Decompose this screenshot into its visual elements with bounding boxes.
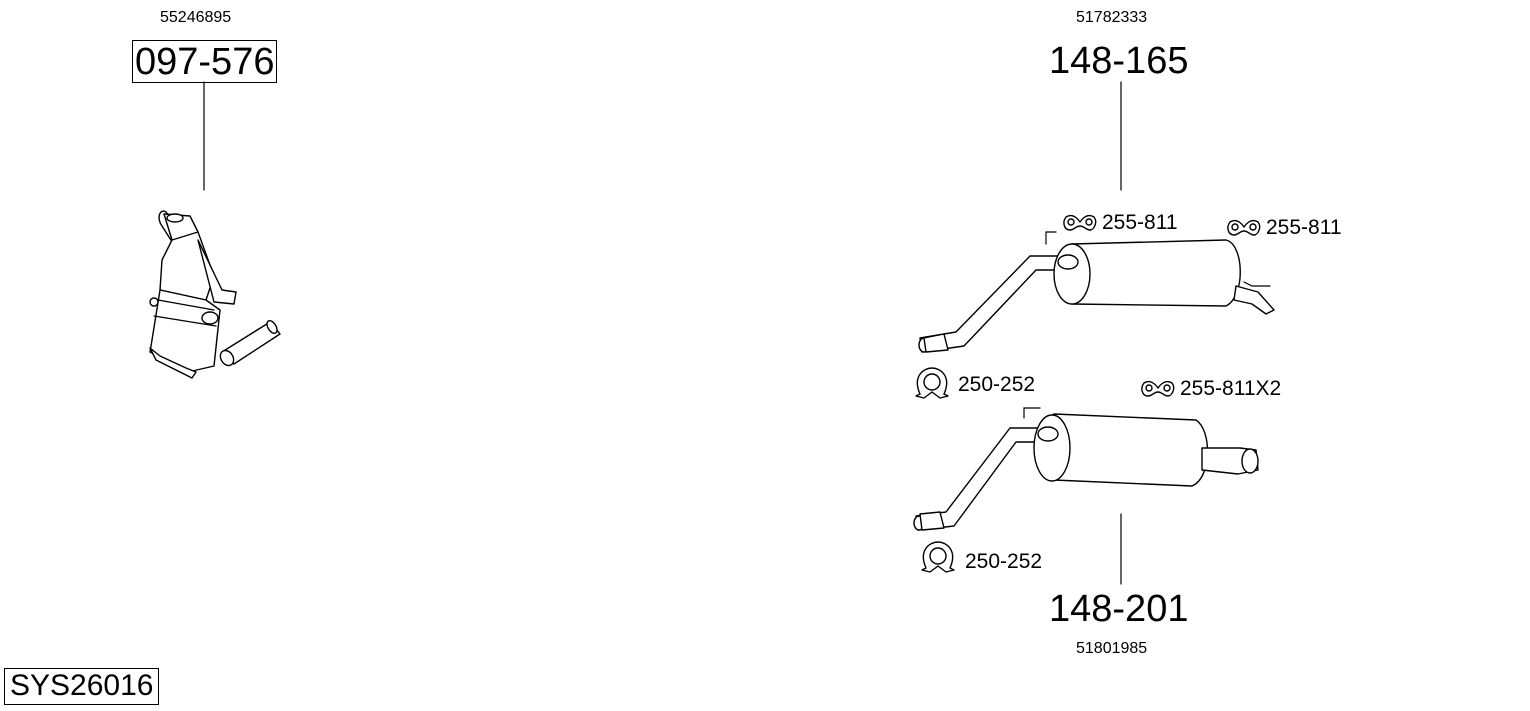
oem-number: 51801985	[1076, 640, 1148, 657]
pipe-clamp-icon[interactable]	[921, 541, 955, 573]
accessory-label[interactable]: 255-811	[1102, 211, 1178, 234]
accessory-label[interactable]: 255-811	[1266, 216, 1342, 239]
rubber-hanger-icon[interactable]	[1141, 380, 1175, 397]
rear-silencer-twin-tip-icon[interactable]	[913, 407, 1259, 531]
rubber-hanger-icon[interactable]	[1227, 219, 1261, 236]
rubber-hanger-icon[interactable]	[1063, 214, 1097, 231]
accessory-label[interactable]: 250-252	[965, 550, 1043, 573]
accessory-label[interactable]: 255-811X2	[1180, 377, 1282, 400]
oem-number: 55246895	[160, 9, 232, 26]
system-code-label: SYS26016	[4, 668, 160, 705]
catalytic-converter-icon[interactable]	[149, 210, 281, 379]
rear-silencer-icon[interactable]	[918, 231, 1275, 353]
accessory-label[interactable]: 250-252	[958, 373, 1036, 396]
part-number-label[interactable]: 148-165	[1049, 40, 1189, 82]
oem-number: 51782333	[1076, 9, 1148, 26]
pipe-clamp-icon[interactable]	[915, 367, 949, 399]
part-number-label[interactable]: 148-201	[1049, 588, 1189, 630]
part-number-label[interactable]: 097-576	[132, 40, 278, 83]
